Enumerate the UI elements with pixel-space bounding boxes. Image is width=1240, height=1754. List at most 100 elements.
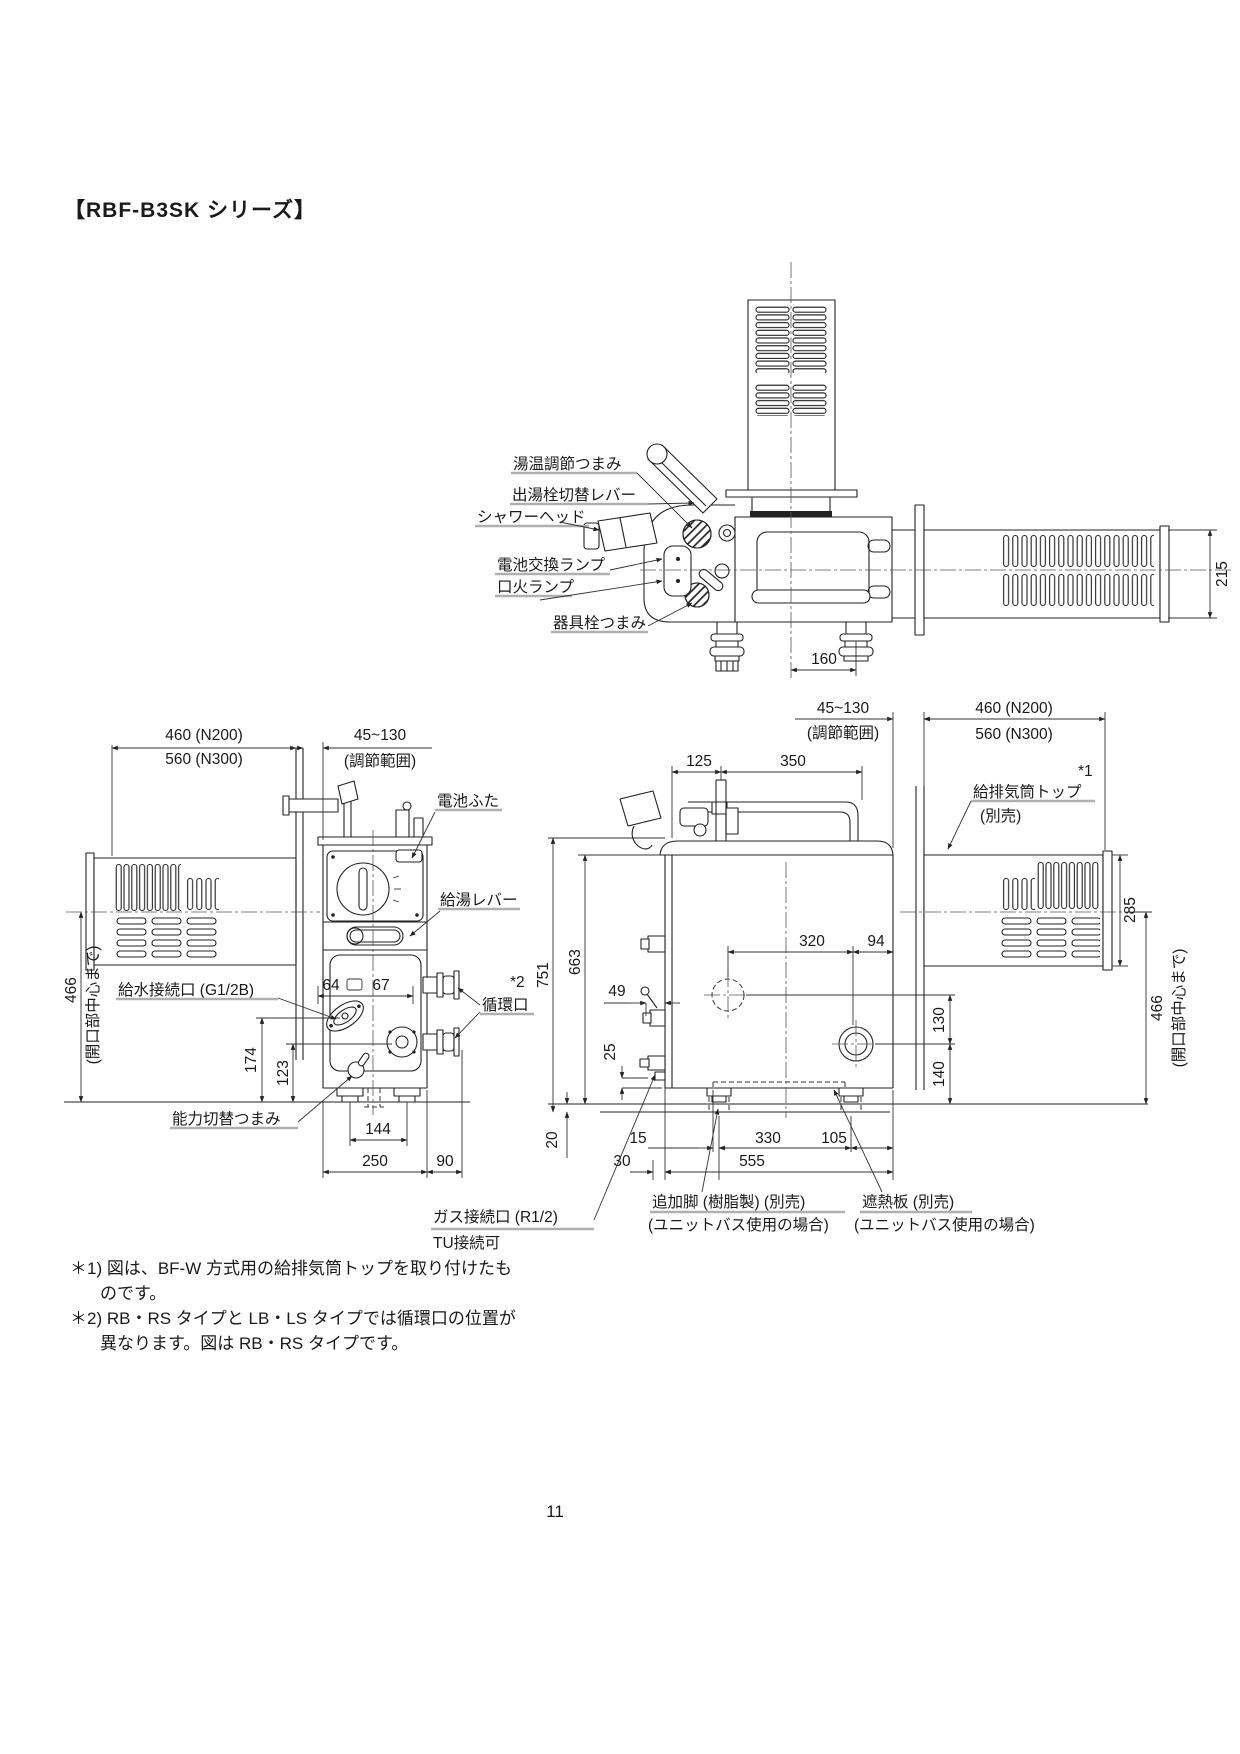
side-front-fittings [639,935,666,1081]
duct-vents-upper [1002,534,1154,567]
label-kyuhaiki-ref: *1 [1078,763,1093,780]
side-duct [915,786,1113,1090]
dim-49: 49 [608,983,625,1000]
label-gas-connection: ガス接続口 (R1/2) [433,1208,558,1226]
label-junkan-ref: *2 [510,974,525,991]
dim-466-front: 466 [63,977,80,1003]
label-shower-head: シャワーヘッド [477,509,586,526]
spout-hook [845,801,859,841]
front-view: 460 (N200) 560 (N300) 45~130 (調節範囲) 466 … [63,727,534,1178]
faucet-assembly [583,443,736,608]
label-diverter-lever: 出湯栓切替レバー [512,486,636,504]
dim-67: 67 [372,977,389,994]
dim-330: 330 [755,1130,781,1147]
circulation-flange [386,1026,418,1058]
side-view: 45~130 (調節範囲) 460 (N200) 560 (N300) 125 … [431,700,1188,1252]
gas-fitting-side [647,1055,666,1071]
front-feet [336,1087,421,1108]
front-dims: 460 (N200) 560 (N300) 45~130 (調節範囲) 466 … [63,727,463,1178]
dim-663: 663 [567,949,584,975]
side-duct-vents-b [1002,877,1035,911]
note-1-line-2: のです。 [100,1284,167,1303]
dim-range-side: (調節範囲) [807,724,879,742]
dim-90: 90 [436,1153,454,1170]
dim-45-130-side: 45~130 [817,700,870,717]
dim-64: 64 [322,977,340,994]
dim-285: 285 [1122,897,1139,923]
dim-123: 123 [275,1060,292,1086]
heater-body-plan [643,504,893,623]
label-extra-legs: 追加脚 (樹脂製) (別売) [652,1193,805,1211]
side-duct-vents-a [1037,861,1099,911]
dim-466-note-side: (開口部中心まで) [1170,949,1188,1068]
temperature-dial [336,862,390,916]
dim-15: 15 [629,1130,646,1147]
dim-125: 125 [686,753,712,770]
water-inlet [326,1000,364,1032]
dim-350: 350 [780,753,806,770]
side-holes [704,971,880,1068]
top-dims: 160 215 [790,529,1231,676]
lamp-panel [663,545,692,597]
label-hot-water-lever: 給湯レバー [440,891,518,909]
shower-head [597,512,658,552]
note-2-line-2: 異なります。図は RB・RS タイプです。 [100,1334,409,1353]
front-body [317,836,433,1089]
top-view: 160 215 湯温調節つまみ 出湯栓切替レバー シャワーヘッド 電池交換ランプ [475,262,1232,680]
dim-105: 105 [821,1130,847,1147]
dim-466-side: 466 [1149,995,1166,1021]
dim-30: 30 [613,1153,631,1170]
label-heat-shield: 遮熱板 (別売) [862,1193,954,1211]
side-body [659,840,894,1089]
side-dims: 45~130 (調節範囲) 460 (N200) 560 (N300) 125 … [535,700,1188,1180]
center-datum-symbol [346,978,363,991]
small-lever [698,568,724,592]
dim-25: 25 [602,1043,619,1060]
label-extra-legs-note: (ユニットバス使用の場合) [648,1216,829,1234]
outlet-pipe [751,589,871,604]
page-number: 11 [546,1502,564,1521]
dim-130: 130 [931,1007,948,1033]
dim-460-front: 460 (N200) [165,727,243,744]
front-top-fittings [282,780,424,863]
shower-hose [631,825,653,850]
dim-range-front: (調節範囲) [344,752,416,770]
dim-94: 94 [867,933,885,950]
flue-tower [725,299,858,517]
dim-20: 20 [544,1131,561,1149]
front-duct-vents-a [115,863,181,913]
label-flue-top: 給排気筒トップ [973,783,1082,801]
exhaust-duct-plan [892,504,1170,636]
label-capacity-knob: 能力切替つまみ [172,1110,281,1128]
note-1-line-1: ＊1) 図は、BF-W 方式用の給排気筒トップを取り付けたも [70,1259,512,1278]
front-duct-vents-b [186,877,219,911]
duct-vents-lower [1002,573,1154,606]
side-duct-vents-c [1000,916,1100,960]
page-title: 【RBF-B3SK シリーズ】 [64,199,316,222]
flue-flange [725,489,858,498]
dim-560-front: 560 (N300) [165,751,243,768]
dim-555: 555 [739,1153,765,1170]
label-water-inlet: 給水接続口 (G1/2B) [118,981,254,999]
battery-cover [395,849,423,863]
dim-215: 215 [1214,561,1231,587]
pipe-fittings [709,621,874,672]
dim-751: 751 [535,962,552,988]
dim-320: 320 [799,933,825,950]
note-2-line-1: ＊2) RB・RS タイプと LB・LS タイプでは循環口の位置が [70,1309,516,1328]
dim-140: 140 [931,1061,948,1087]
label-tu-connection: TU接続可 [433,1234,500,1252]
dim-560-side: 560 (N300) [975,726,1053,743]
dim-250: 250 [362,1153,388,1170]
label-flue-top-option: (別売) [980,807,1021,825]
dim-160: 160 [811,651,837,668]
front-duct-vents-c [115,916,218,960]
front-fixture-outline [643,504,735,623]
dim-144: 144 [365,1121,391,1138]
top-labels: 湯温調節つまみ 出湯栓切替レバー シャワーヘッド 電池交換ランプ 口火ランプ 器… [475,455,695,634]
label-yuon-knob: 湯温調節つまみ [513,455,622,473]
side-top-fittings [619,779,859,850]
label-heat-shield-note: (ユニットバス使用の場合) [854,1216,1035,1234]
